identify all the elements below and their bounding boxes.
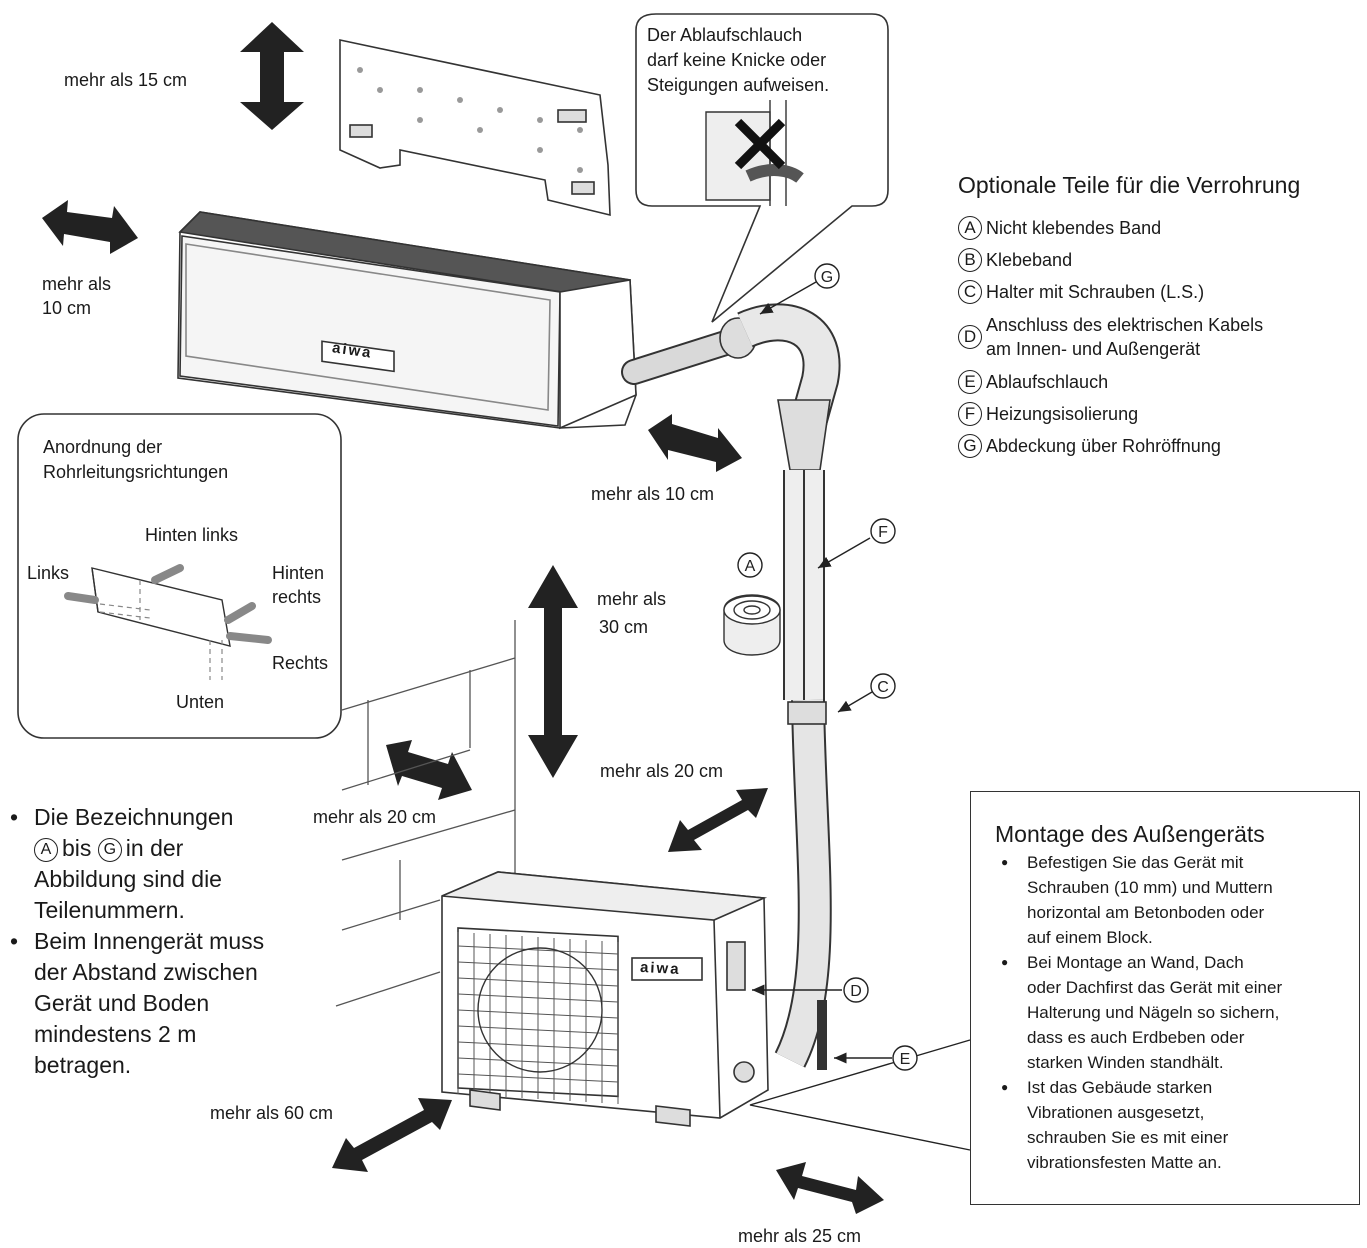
outdoor-unit: [441, 871, 769, 1127]
piping-back-right-1: Hinten: [272, 563, 325, 583]
callout-g: G: [821, 269, 833, 286]
mounting-bullet-3: Ist das Gebäude starken Vibrationen ausg…: [995, 1075, 1339, 1175]
mounting-bullet-1: Befestigen Sie das Gerät mit Schrauben (…: [995, 850, 1339, 950]
clearance-top: mehr als 15 cm: [64, 70, 188, 90]
note-2: Beim Innengerät muss der Abstand zwische…: [10, 926, 310, 1081]
clearance-outdoor-left: mehr als 20 cm: [313, 807, 437, 827]
outdoor-brand-logo: aiwa: [639, 958, 681, 979]
callout-e: E: [900, 1051, 911, 1068]
piping-box-title-2: Rohrleitungsrichtungen: [43, 462, 229, 482]
arrow-outdoor-right-icon: [668, 788, 768, 852]
arrow-right-icon: [648, 414, 742, 472]
no-kink-x-icon: [734, 118, 786, 170]
parts-heading: Optionale Teile für die Verrohrung: [958, 172, 1301, 198]
arrow-top-icon: [240, 22, 304, 130]
leader-lines: [749, 281, 971, 1151]
mounting-bullet-2: Bei Montage an Wand, Dach oder Dachfirst…: [995, 950, 1339, 1075]
clearance-outdoor-right: mehr als 20 cm: [600, 761, 724, 781]
mounting-box: Montage des Außengeräts Befestigen Sie d…: [970, 791, 1360, 1205]
arrow-outdoor-left-icon: [386, 740, 472, 800]
clearance-arrows: [42, 22, 884, 1214]
mounting-plate: [339, 39, 611, 217]
arrow-outdoor-top-icon: [528, 565, 578, 778]
clearance-outdoor-top-1: mehr als: [597, 589, 667, 609]
drain-note-line-1: Der Ablaufschlauch: [647, 25, 803, 45]
piping-right: Rechts: [272, 653, 329, 673]
callout-d: D: [850, 983, 862, 1000]
callout-f: F: [878, 524, 888, 541]
piping-back-left: Hinten links: [145, 525, 239, 545]
piping-box-title-1: Anordnung der: [43, 437, 163, 457]
clearance-left-2: 10 cm: [42, 298, 92, 318]
piping-direction-box: [17, 413, 342, 739]
clearance-right: mehr als 10 cm: [591, 484, 715, 504]
callout-a: A: [745, 558, 756, 575]
piping-bottom: Unten: [176, 692, 225, 712]
clearance-outdoor-top-2: 30 cm: [599, 617, 649, 637]
indoor-unit: [177, 211, 637, 430]
wall: [335, 620, 516, 1007]
clearance-outdoor-bottom: mehr als 25 cm: [738, 1226, 862, 1246]
drain-note-line-3: Steigungen aufweisen.: [647, 75, 830, 95]
arrow-outdoor-front-icon: [332, 1098, 452, 1172]
callout-circles: [737, 263, 918, 1071]
arrow-left-icon: [42, 200, 138, 254]
tape-roll: [723, 594, 781, 656]
callout-c: C: [877, 679, 889, 696]
piping-back-right-2: rechts: [272, 587, 322, 607]
arrow-outdoor-bottom-icon: [776, 1162, 884, 1214]
piping-left: Links: [27, 563, 70, 583]
piping: [621, 303, 841, 1070]
mounting-heading: Montage des Außengeräts: [995, 821, 1265, 847]
drain-callout: [635, 13, 889, 323]
clearance-outdoor-front: mehr als 60 cm: [210, 1103, 334, 1123]
clearance-left-1: mehr als: [42, 274, 112, 294]
drain-note-line-2: darf keine Knicke oder: [647, 50, 827, 70]
